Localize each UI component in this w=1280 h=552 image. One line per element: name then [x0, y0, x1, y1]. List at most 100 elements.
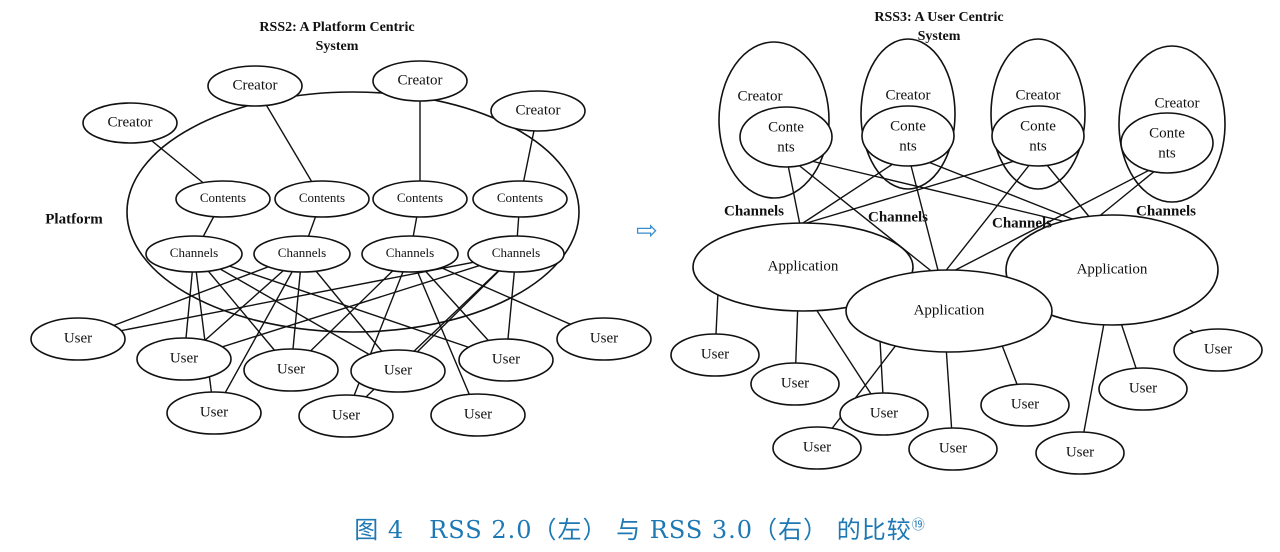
right-channels-label: Channels [724, 203, 784, 219]
edge [213, 253, 303, 414]
creator-container-ellipse [1118, 45, 1226, 203]
right-user-node: User [1035, 431, 1125, 475]
caption-text: 图 4 RSS 2.0（左） 与 RSS 3.0（右） 的比较 [354, 516, 912, 544]
right-application-node-label: Application [1077, 261, 1148, 277]
right-contents-node [739, 106, 833, 168]
edge [799, 153, 909, 226]
left-contents-node: Contents [372, 180, 468, 218]
left-contents-node-label: Contents [299, 190, 345, 205]
left-contents-node: Contents [472, 180, 568, 218]
left-channels-node: Channels [361, 235, 459, 273]
right-application-node: Application [692, 222, 914, 312]
left-channels-node: Channels [467, 235, 565, 273]
left-user-node-label: User [492, 351, 520, 367]
left-user-node: User [350, 349, 446, 393]
left-title-line1: RSS2: A Platform Centric [259, 20, 414, 35]
right-contents-label-line2: nts [1029, 138, 1047, 154]
creator-container-ellipse [860, 38, 956, 190]
container-ellipses [126, 38, 1226, 333]
left-user-node-label: User [384, 362, 412, 378]
edge [345, 253, 411, 417]
right-user-node: User [772, 426, 862, 470]
left-user-node-label: User [170, 350, 198, 366]
right-contents-label-line2: nts [899, 138, 917, 154]
right-user-node: User [670, 333, 760, 377]
left-title-line2: System [316, 39, 359, 54]
right-user-node-label: User [870, 405, 898, 421]
right-channels-label: Channels [868, 209, 928, 225]
left-creator-node: Creator [490, 90, 586, 132]
edge [183, 253, 517, 360]
left-user-node-label: User [590, 330, 618, 346]
right-creator-label: Creator [1016, 87, 1061, 103]
left-creator-node: Creator [372, 60, 468, 102]
left-channels-node-label: Channels [278, 245, 326, 260]
right-user-node: User [750, 362, 840, 406]
left-contents-node: Contents [274, 180, 370, 218]
right-application-node-label: Application [914, 302, 985, 318]
edge [77, 253, 517, 340]
right-user-node-label: User [803, 439, 831, 455]
right-contents-label-line2: nts [1158, 145, 1176, 161]
right-creator-label: Creator [738, 88, 783, 104]
left-user-node: User [430, 393, 526, 437]
edge [193, 253, 215, 414]
edge [799, 153, 1039, 226]
right-contents-label-line1: Conte [1020, 118, 1056, 134]
right-user-node-label: User [1204, 341, 1232, 357]
left-creator-node-label: Creator [233, 77, 278, 93]
edge [785, 154, 1101, 231]
left-user-node-label: User [332, 407, 360, 423]
edge [1079, 317, 1106, 454]
left-creator-node-label: Creator [108, 114, 153, 130]
right-title-line2: System [918, 29, 961, 44]
platform-label: Platform [45, 211, 103, 227]
right-user-node: User [1173, 328, 1263, 372]
right-creator-label: Creator [1155, 95, 1200, 111]
left-user-node: User [136, 337, 232, 381]
right-user-node-label: User [1129, 380, 1157, 396]
right-user-node: User [980, 383, 1070, 427]
edge [409, 253, 479, 416]
right-user-node-label: User [939, 440, 967, 456]
right-user-node-label: User [781, 375, 809, 391]
left-user-node: User [30, 317, 126, 361]
left-channels-node-label: Channels [170, 245, 218, 260]
left-contents-node-label: Contents [200, 190, 246, 205]
left-channels-node-label: Channels [386, 245, 434, 260]
edge [939, 160, 1168, 279]
edge [939, 153, 1039, 279]
caption-footnote: ⑲ [911, 518, 926, 533]
left-user-node: User [243, 348, 339, 392]
transition-arrow-icon: ⇨ [636, 216, 658, 246]
right-contents-label-line1: Conte [890, 118, 926, 134]
right-application-node: Application [1005, 214, 1219, 326]
edge [907, 153, 941, 279]
left-creator-node-label: Creator [398, 72, 443, 88]
left-creator-node-label: Creator [516, 102, 561, 118]
left-user-node: User [166, 391, 262, 435]
left-channels-node: Channels [253, 235, 351, 273]
left-user-node: User [556, 317, 652, 361]
left-contents-node: Contents [175, 180, 271, 218]
right-channels-label: Channels [992, 215, 1052, 231]
creator-container-ellipse [990, 38, 1086, 190]
right-channels-label: Channels [1136, 203, 1196, 219]
right-application-node-label: Application [768, 258, 839, 274]
edge [907, 153, 1101, 231]
left-user-node-label: User [64, 330, 92, 346]
left-contents-node-label: Contents [397, 190, 443, 205]
diagram-labels: RSS2: A Platform CentricSystemPlatformRS… [45, 10, 1199, 231]
left-creator-node: Creator [82, 102, 178, 144]
right-user-node-label: User [1011, 396, 1039, 412]
left-user-node-label: User [277, 361, 305, 377]
right-creator-label: Creator [886, 87, 931, 103]
left-user-node: User [298, 394, 394, 438]
left-user-node: User [458, 338, 554, 382]
right-contents-label-line1: Conte [1149, 125, 1185, 141]
right-contents-node [991, 105, 1085, 167]
right-contents-label-line2: nts [777, 139, 795, 155]
right-user-node: User [908, 427, 998, 471]
right-contents-label-line1: Conte [768, 119, 804, 135]
